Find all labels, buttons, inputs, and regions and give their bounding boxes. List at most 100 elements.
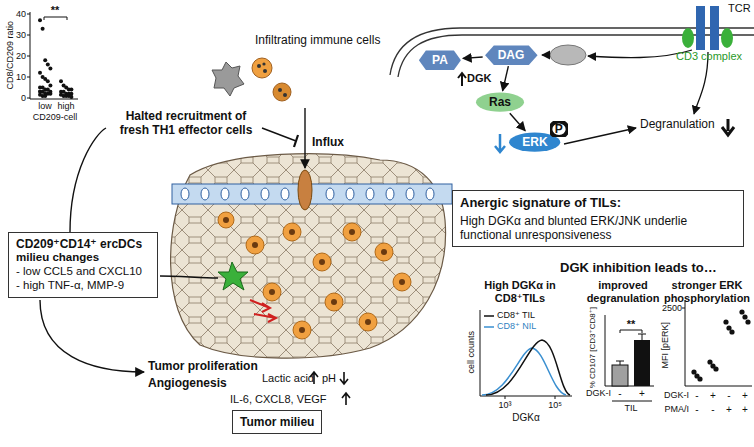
blood-vessel-part: [298, 170, 312, 210]
erk-chart-part-part: [742, 314, 747, 319]
connector: [503, 66, 509, 91]
scatter-plot-part-part: [48, 67, 52, 71]
histogram-part: [486, 340, 570, 395]
label: Infiltrating immune cells: [255, 34, 380, 48]
label: pH: [322, 372, 336, 385]
tumor-part-part: [375, 243, 393, 261]
label: DGK: [467, 72, 491, 85]
label: **: [51, 4, 60, 17]
level-arrows-part: [495, 134, 505, 152]
scatter-plot-part-part: [46, 62, 50, 66]
erk-chart-part-part: [739, 309, 744, 314]
node-heading: PA: [432, 53, 448, 67]
text-box: CD209⁺CD14⁺ ercDCsmilieu changes- low CC…: [8, 232, 158, 298]
label: CD3 complex: [676, 50, 742, 63]
immune-cells-part: [212, 62, 244, 96]
tumor-part-part: [299, 327, 305, 333]
label: DGKα: [512, 412, 539, 424]
tumor-part-part: [223, 217, 229, 223]
label: CD209-cell: [33, 112, 78, 122]
blood-vessel-part-part: [406, 188, 414, 200]
label: Degranulation: [640, 118, 715, 132]
blood-vessel-part-part: [426, 188, 434, 200]
tumor-part-part: [381, 249, 387, 255]
immune-cells-part: [283, 93, 287, 97]
label: 40: [16, 9, 26, 19]
scatter-plot-part: [38, 18, 73, 99]
label: 10: [16, 72, 26, 82]
tumor-part-part: [331, 299, 337, 305]
tumor-part: [223, 217, 405, 333]
label: **: [627, 318, 636, 331]
erk-chart-part-part: [729, 329, 734, 334]
label: +: [726, 404, 732, 416]
erk-chart-part-part: [697, 376, 702, 381]
immune-cells-part: [278, 88, 282, 92]
signal-arrows-part: [564, 128, 636, 144]
tumor-part-part: [319, 259, 325, 265]
scatter-plot: [27, 12, 78, 99]
tcr-receptor-part: [721, 28, 733, 48]
label: -: [618, 388, 621, 400]
arrows-part: [304, 108, 305, 168]
blood-vessel-part-part: [241, 188, 249, 200]
tumor-part-part: [269, 289, 275, 295]
legend-text: CD8⁺ TIL: [497, 310, 535, 320]
erk-chart-part: [685, 300, 752, 386]
scatter-plot-part-part: [43, 58, 47, 62]
scatter-plot-part-part: [48, 83, 52, 87]
label: DGK-I: [586, 388, 611, 398]
immune-cells-part: [263, 69, 267, 73]
label: TIL: [624, 403, 637, 413]
tumor-part-part: [359, 313, 377, 331]
immune-cells-part: [257, 64, 261, 68]
node-heading: Tumor milieu: [240, 415, 314, 429]
label: high: [57, 101, 74, 111]
tcr-receptor-part: [550, 45, 586, 65]
blood-vessel-part-part: [386, 188, 394, 200]
circle-fill: [550, 121, 567, 136]
label: -: [695, 390, 698, 402]
text-box: Anergic signature of TILs: High DGKα and …: [452, 190, 744, 247]
label: -: [711, 404, 714, 416]
node-heading: Anergic signature of TILs:: [460, 195, 736, 211]
blood-vessel-part-part: [281, 188, 289, 200]
hex-node: DAG: [484, 45, 539, 65]
node-text: High DGKα and blunted ERK/JNK underlie f…: [460, 214, 736, 243]
tumor-part: [250, 300, 270, 312]
erk-chart-part: [682, 308, 685, 309]
blood-vessel: [172, 170, 452, 210]
blood-vessel-part-part: [261, 188, 269, 200]
arrows-part: [40, 300, 144, 372]
scatter-plot-part-part: [43, 94, 47, 98]
label: CD8/CD209 ratio: [5, 21, 15, 90]
label: +: [639, 388, 645, 400]
label: -: [727, 390, 730, 402]
text-box: Tumor milieu: [232, 410, 322, 434]
histogram: [480, 310, 572, 399]
tumor-part: [254, 314, 276, 322]
tumor-part-part: [325, 293, 343, 311]
level-arrows-part: [722, 119, 734, 135]
label: Halted recruitment of fresh TH1 effector…: [110, 110, 262, 138]
bar-chart: [605, 315, 654, 401]
circle-node: P: [550, 121, 568, 137]
label: DGK-I: [664, 390, 689, 400]
label: % CD107 [CD3⁺CD8⁺]: [588, 307, 597, 388]
scatter-plot-part-part: [59, 79, 63, 83]
bar-chart-part: [634, 340, 650, 386]
label: Influx: [312, 136, 344, 150]
blood-vessel-part-part: [221, 188, 229, 200]
label: stronger ERK phosphorylation: [662, 279, 752, 304]
label: low: [38, 101, 52, 111]
scatter-plot-part: [27, 98, 30, 99]
immune-cells-part: [273, 83, 291, 101]
scatter-plot-part: [27, 14, 30, 15]
erk-chart-part-part: [723, 319, 728, 324]
tumor-part-part: [289, 229, 295, 235]
arrows-part: [160, 276, 218, 278]
label: 0: [21, 93, 26, 103]
tumor-part-part: [349, 229, 355, 235]
histogram-part: [484, 326, 494, 328]
erk-chart: [682, 300, 752, 386]
